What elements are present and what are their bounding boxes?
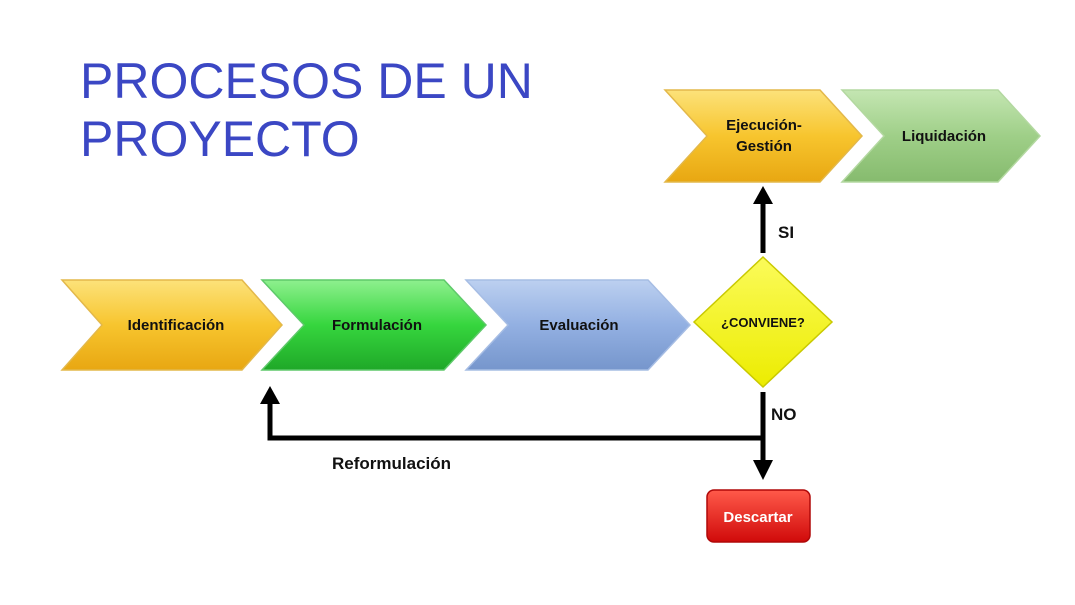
step-ejecucion: Ejecución- Gestión (663, 89, 864, 183)
no-label: NO (771, 405, 797, 424)
yes-label: SI (778, 223, 794, 242)
decision-label: ¿CONVIENE? (721, 315, 805, 330)
decision-diamond: ¿CONVIENE? (692, 255, 834, 389)
discard-label: Descartar (723, 509, 792, 526)
reformulation-arrow (260, 386, 763, 441)
step-identificacion-label: Identificación (128, 317, 225, 334)
yes-arrow (753, 186, 773, 253)
step-formulacion: Formulación (260, 279, 488, 371)
step-formulacion-label: Formulación (332, 317, 422, 334)
title-line-1: PROCESOS DE UN (80, 53, 533, 109)
reformulation-label: Reformulación (332, 454, 451, 473)
title-line-2: PROYECTO (80, 111, 360, 167)
no-arrow (753, 392, 773, 480)
step-ejecucion-label-line2: Gestión (736, 138, 792, 155)
step-identificacion: Identificación (60, 279, 284, 371)
step-evaluacion-label: Evaluación (539, 317, 618, 334)
page-title: PROCESOS DE UN PROYECTO (80, 52, 533, 168)
step-liquidacion: Liquidación (840, 89, 1042, 183)
step-evaluacion: Evaluación (464, 279, 692, 371)
discard-box: Descartar (706, 489, 811, 543)
step-ejecucion-label-line1: Ejecución- (726, 117, 802, 134)
step-liquidacion-label: Liquidación (902, 128, 986, 145)
